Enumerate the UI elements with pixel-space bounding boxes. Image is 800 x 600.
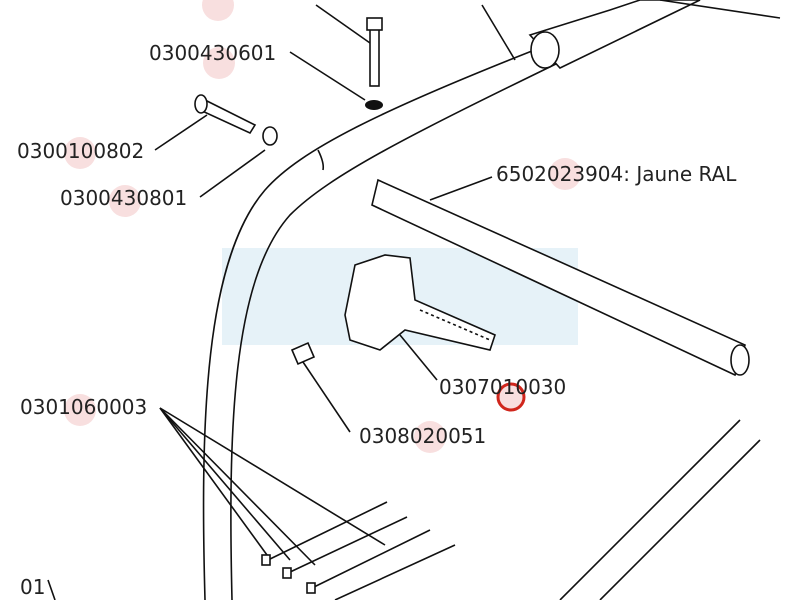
pin-part xyxy=(198,98,257,135)
label-6502023904[interactable]: 6502023904: Jaune RAL xyxy=(496,162,737,186)
hotspot-0308020051[interactable] xyxy=(414,421,446,453)
bolt-head xyxy=(366,17,383,31)
label-0301060003[interactable]: 0301060003 xyxy=(20,395,147,419)
nut-part xyxy=(365,100,383,110)
frame-tube-outer xyxy=(202,39,561,600)
frame-top-right xyxy=(659,0,781,19)
frame-lower-right xyxy=(559,419,761,600)
hotspot-6502023904[interactable] xyxy=(549,158,581,190)
tube-seam xyxy=(317,149,325,171)
hotspot-0300100802[interactable] xyxy=(64,137,96,169)
label-0308020051[interactable]: 0308020051 xyxy=(359,424,486,448)
selection-ring xyxy=(496,382,526,412)
label-0300430601[interactable]: 0300430601 xyxy=(149,41,276,65)
lever-teeth xyxy=(419,309,491,341)
label-partial-bottom[interactable]: 01 xyxy=(20,575,45,599)
hotspot-0301060003[interactable] xyxy=(64,394,96,426)
label-0307010030[interactable]: 0307010030 xyxy=(439,375,566,399)
cable-ties xyxy=(261,501,456,600)
label-0300430801[interactable]: 0300430801 xyxy=(60,186,187,210)
crossbar-tube xyxy=(371,178,746,377)
hotspot-0300430601[interactable] xyxy=(203,47,235,79)
hotspot-top[interactable] xyxy=(202,0,234,21)
pin-head xyxy=(194,94,208,114)
crossbar-end xyxy=(730,344,750,376)
frame-tube-inner xyxy=(230,61,561,600)
hotspot-0307010030[interactable] xyxy=(497,383,525,411)
hotspot-0300430801[interactable] xyxy=(109,185,141,217)
label-0300100802[interactable]: 0300100802 xyxy=(17,139,144,163)
nipple-part xyxy=(290,341,316,366)
washer-part xyxy=(262,126,278,146)
bolt-part xyxy=(369,27,380,87)
grip-end xyxy=(530,31,560,69)
brake-lever-part xyxy=(344,254,496,351)
